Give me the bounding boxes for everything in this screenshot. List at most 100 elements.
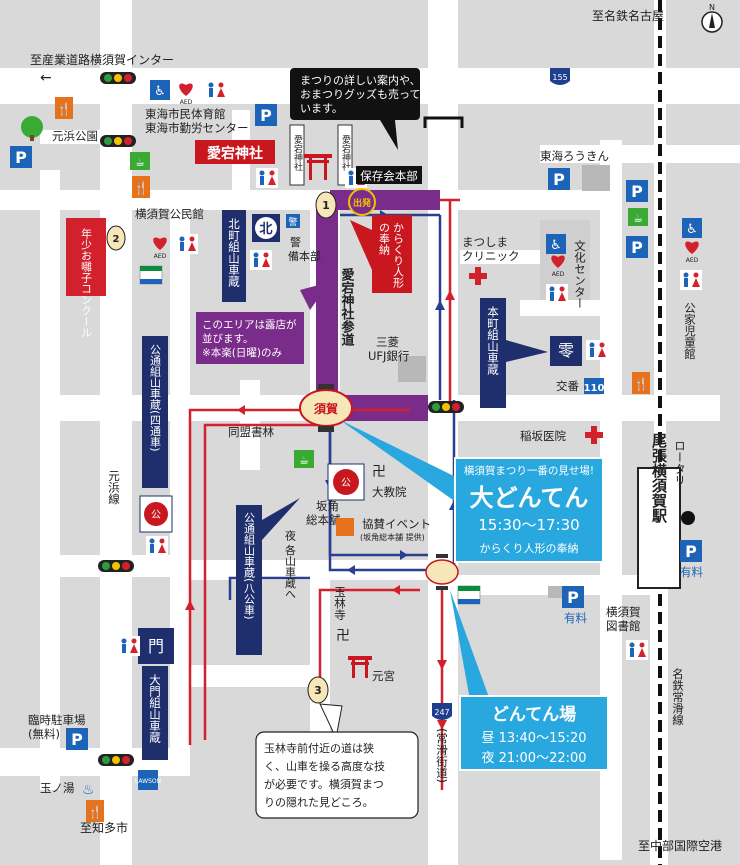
karakuri-box: からくり人形 の奉納 <box>350 215 412 293</box>
svg-text:大門組山車蔵: 大門組山車蔵 <box>148 673 162 744</box>
parking-icon: P <box>66 728 88 750</box>
svg-text:AED: AED <box>180 99 193 106</box>
hozonkai-label: 保存会本部 <box>356 166 422 184</box>
gyokurinji-note: 玉林寺前付近の道は狭 く、山車を操る高度な技 が必要です。横須賀まつ りの隠れた… <box>255 703 419 819</box>
rotary-dot <box>681 511 695 525</box>
svg-text:♿: ♿ <box>550 238 562 253</box>
svg-text:愛宕神社: 愛宕神社 <box>292 134 303 172</box>
tokai-rokin-label: 東海ろうきん <box>540 149 609 163</box>
svg-text:出発: 出発 <box>353 197 372 209</box>
restaurant-icon: 🍴 <box>86 800 104 822</box>
svg-text:零: 零 <box>558 341 574 360</box>
yuryo-label-1: 有料 <box>680 565 703 579</box>
restaurant-icon: 🍴 <box>132 176 150 198</box>
gyokurinji-label: 玉林寺 <box>333 586 347 621</box>
toilet-icon <box>256 168 278 188</box>
toilet-icon <box>176 234 198 254</box>
svg-text:☕: ☕ <box>299 454 309 467</box>
svg-text:P: P <box>685 542 697 561</box>
svg-text:北町組山車蔵: 北町組山車蔵 <box>227 218 241 288</box>
svg-text:1: 1 <box>322 199 330 212</box>
svg-text:公: 公 <box>151 510 161 521</box>
daikyoin-area: 公 卍 大教院 坂角 総本舗 協賛イベント (坂角総本舗 提供) <box>306 463 431 542</box>
tokoname-kaido-label: (常滑街道) <box>435 728 449 783</box>
matsushima-label1: まつしま <box>462 235 508 249</box>
daimon-crest-icon: 門 <box>138 628 174 664</box>
daimon-dashi: 門 大門組山車蔵 <box>118 628 174 760</box>
svg-text:警: 警 <box>288 216 297 228</box>
dai-donten-callout: 横須賀まつり一番の見せ場! 大どんてん 15:30～17:30 からくり人形の奉… <box>340 420 604 563</box>
start-badge: 出発 <box>348 188 376 216</box>
shonen-taiko-box: 年少お囃子コンクール 2 <box>66 218 126 338</box>
station-owari-yokosuka: 尾張横須賀駅 <box>637 433 681 589</box>
toilet-icon <box>680 270 702 290</box>
info-callout-line1: まつりの詳しい案内や、 <box>300 73 421 87</box>
svg-text:P: P <box>631 238 643 257</box>
route-155-shield: 155 <box>550 68 570 85</box>
lantern-icon: 2 <box>106 225 126 251</box>
hospital-cross-icon <box>585 426 603 444</box>
svg-text:門: 門 <box>148 637 164 656</box>
restaurant-icon: 🍴 <box>55 97 73 119</box>
aed-icon: AED <box>179 83 193 106</box>
kodori-crest-icon: 公 <box>327 463 365 501</box>
parking-icon: P <box>255 104 277 126</box>
gyokurinji-area: 玉林寺 卍 元宮 3 <box>307 586 395 704</box>
atago-sando-label: 愛宕神社参道 <box>339 267 356 347</box>
restaurant-icon: 🍴 <box>632 372 650 394</box>
daikyoin-label: 大教院 <box>372 485 407 499</box>
traffic-light-icon <box>98 560 134 572</box>
svg-text:横須賀まつり一番の見せ場!: 横須賀まつり一番の見せ場! <box>464 464 594 477</box>
svg-text:P: P <box>567 588 579 607</box>
matsushima-label2: クリニック <box>462 249 520 263</box>
svg-text:♿: ♿ <box>686 222 698 237</box>
route-arrows <box>185 290 455 730</box>
rotary-label: ロータリー <box>673 440 687 498</box>
sakakaku-label2: 総本舗 <box>306 513 341 527</box>
svg-text:🍴: 🍴 <box>634 377 649 391</box>
svg-text:公: 公 <box>341 478 351 489</box>
toilet-icon <box>146 536 168 556</box>
karakuri-text: からくり人形 <box>392 222 405 289</box>
toilet-icon <box>250 250 272 270</box>
svg-text:247: 247 <box>434 708 449 717</box>
svg-text:LAWSON: LAWSON <box>135 778 161 785</box>
svg-text:🍴: 🍴 <box>57 102 72 116</box>
toilet-icon <box>626 640 648 660</box>
onsen-icon: ♨ <box>82 782 95 798</box>
svg-text:公通組山車蔵(四通車): 公通組山車蔵(四通車) <box>149 344 162 452</box>
svg-text:AED: AED <box>686 257 699 264</box>
svg-text:く、山車を操る高度な技: く、山車を操る高度な技 <box>264 759 385 773</box>
svg-text:☕: ☕ <box>633 212 643 225</box>
aed-icon: AED <box>153 237 167 260</box>
toilet-icon <box>118 636 140 656</box>
motohama-park-label: 元浜公園 <box>52 129 98 143</box>
direction-nagoya: 至名鉄名古屋 <box>592 8 664 23</box>
hospital-cross-icon <box>469 267 487 285</box>
svg-text:2: 2 <box>113 234 120 245</box>
inazaka-label: 稲坂医院 <box>520 429 566 443</box>
tamanoyu-label: 玉ノ湯 <box>40 781 75 795</box>
svg-text:愛宕神社: 愛宕神社 <box>340 134 351 172</box>
info-callout: まつりの詳しい案内や、 おまつりグッズも売って います。 <box>290 68 421 150</box>
parking-icon: P <box>548 168 570 190</box>
yokosuka-hall-label: 横須賀公民館 <box>135 207 204 221</box>
railway-meitetsu <box>654 0 666 865</box>
library-label1: 横須賀 <box>606 605 641 619</box>
svg-text:本町組山車蔵: 本町組山車蔵 <box>486 305 500 376</box>
police-icon: 警 <box>286 214 300 228</box>
keibi-label: 警 <box>290 235 301 249</box>
traffic-light-icon <box>100 72 136 84</box>
banner-left: 愛宕神社 <box>289 124 305 186</box>
svg-text:このエリアは露店が: このエリアは露店が <box>202 318 297 331</box>
svg-text:夜 21:00～22:00: 夜 21:00～22:00 <box>481 751 586 766</box>
direction-interchange: 至産業道路横須賀インター <box>30 52 174 67</box>
svg-text:公通組山車蔵(八公車): 公通組山車蔵(八公車) <box>243 512 256 620</box>
svg-text:P: P <box>260 106 272 125</box>
east-side: 東海ろうきん P まつしま クリニック ♿ AED 文化センター P ☕ P ♿… <box>462 149 702 394</box>
mufg-label1: 三菱 <box>376 335 399 349</box>
traffic-light-icon <box>100 135 136 147</box>
compass-icon: N <box>701 3 723 33</box>
route-247-shield: 247 <box>432 703 452 720</box>
kodori-marudori-dashi: 公通組山車蔵(四通車) 公 元浜線 <box>107 336 173 556</box>
